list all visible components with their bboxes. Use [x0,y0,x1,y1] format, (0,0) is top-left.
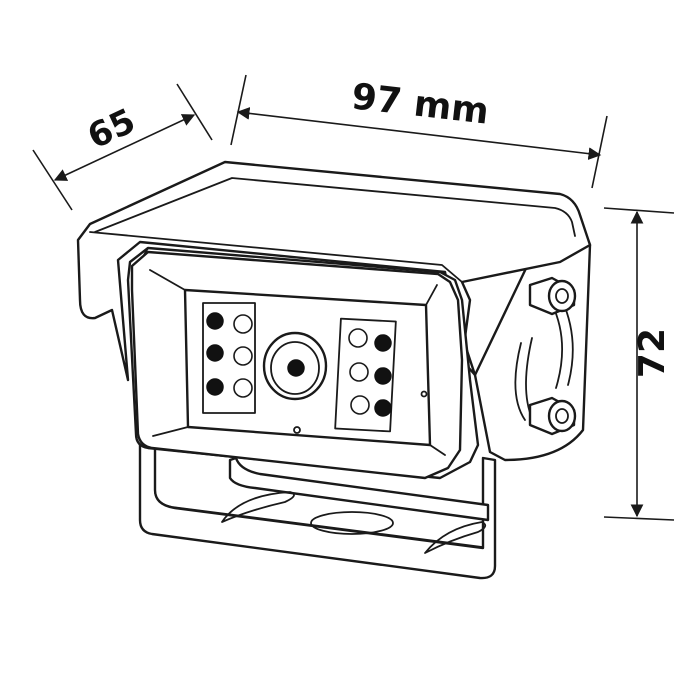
camera-lens [262,331,328,434]
indicator-dot [420,390,428,398]
visor-front-edge [89,231,463,283]
mounting-bracket [138,436,497,580]
ir-led-6 [233,378,253,398]
ir-led-3 [206,344,224,362]
bracket-inner-edge [154,445,483,548]
ir-led-5 [206,378,224,396]
height-label: 72 [632,328,673,378]
led-frame-left [202,302,256,414]
bracket-slot-left [221,491,295,523]
depth-extension-left [32,149,73,211]
ir-led-12 [374,399,392,417]
ir-led-10 [374,367,392,385]
side-slot-left [514,342,526,421]
led-window-left [202,302,256,414]
ir-led-8 [374,334,392,352]
bezel-bevel-lines [149,269,446,456]
width-arrow [236,107,602,160]
bracket-slot-center [310,511,394,535]
ir-led-9 [349,362,369,382]
bracket-slot-right [424,521,487,554]
upper-knob [528,276,577,316]
led-window-right [334,317,428,433]
width-extension-right [591,115,608,189]
width-extension-left [230,74,247,146]
ir-led-1 [206,312,224,330]
height-extension-bottom [603,516,675,521]
lower-knob [528,396,577,436]
ir-led-11 [350,395,370,415]
depth-extension-right [176,83,213,141]
light-sensor [293,426,301,434]
depth-arrow [53,114,196,181]
lens-pupil [287,359,305,377]
lens-inner-ring [270,341,320,395]
led-frame-right [334,317,397,433]
ir-led-4 [233,346,253,366]
ir-led-2 [233,314,253,334]
ir-led-7 [348,328,368,348]
height-extension-top [603,207,675,214]
depth-label: 65 [82,101,142,157]
bracket-base [228,456,490,522]
visor-top-edge [94,177,576,237]
width-label: 97 mm [349,76,490,132]
height-dimension: 72 [603,207,675,521]
